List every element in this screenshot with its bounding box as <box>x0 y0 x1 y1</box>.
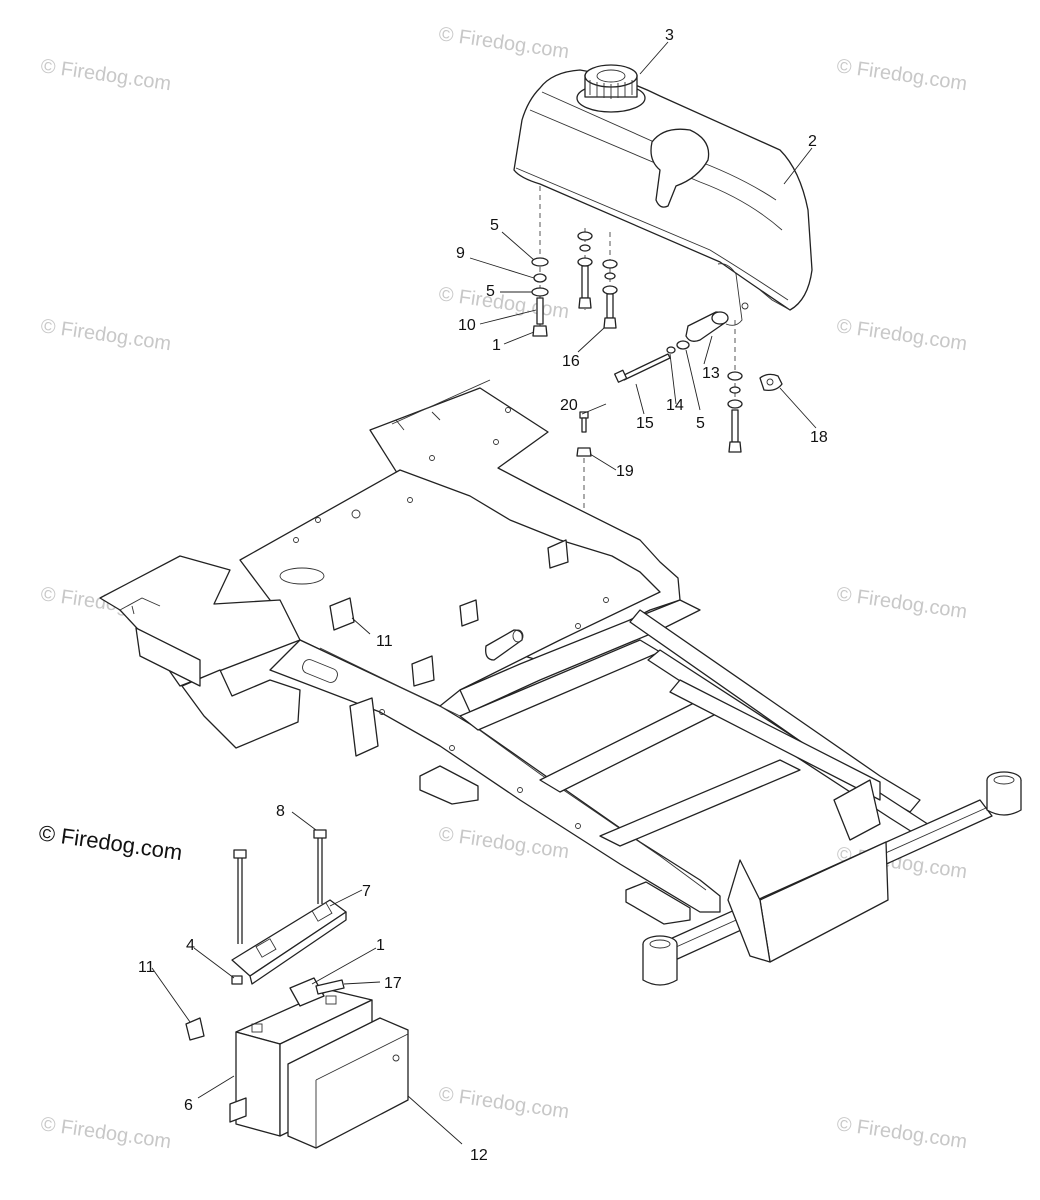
tank-mount-hardware-left <box>531 186 549 337</box>
callout-15: 15 <box>636 415 654 432</box>
callout-3: 3 <box>665 27 674 44</box>
callouts: 3 2 5 9 5 10 1 16 13 15 14 5 18 20 19 11… <box>138 27 828 1164</box>
callout-5: 5 <box>486 283 495 300</box>
callout-9: 9 <box>456 245 465 262</box>
callout-20: 20 <box>560 397 578 414</box>
callout-14: 14 <box>666 397 684 414</box>
callout-12: 12 <box>470 1147 488 1164</box>
callout-4: 4 <box>186 937 195 954</box>
tank-mount-hardware-center <box>577 228 618 330</box>
callout-11: 11 <box>376 633 393 650</box>
callout-11: 11 <box>138 959 155 976</box>
callout-1: 1 <box>376 937 385 954</box>
watermark: © Firedog.com <box>39 1113 172 1153</box>
watermark: © Firedog.com <box>835 1113 968 1153</box>
callout-5: 5 <box>696 415 705 432</box>
watermark: © Firedog.com <box>835 583 968 623</box>
watermark: © Firedog.com <box>39 55 172 95</box>
callout-1: 1 <box>492 337 501 354</box>
leader-lines <box>151 41 817 1145</box>
watermark: © Firedog.com <box>39 315 172 355</box>
callout-2: 2 <box>808 133 817 150</box>
watermark: © Firedog.com <box>835 55 968 95</box>
callout-6: 6 <box>184 1097 193 1114</box>
callout-13: 13 <box>702 365 720 382</box>
callout-8: 8 <box>276 803 285 820</box>
callout-19: 19 <box>616 463 634 480</box>
watermark-prominent: © Firedog.com <box>37 820 184 865</box>
callout-16: 16 <box>562 353 580 370</box>
callout-10: 10 <box>458 317 476 334</box>
callout-17: 17 <box>384 975 402 992</box>
callout-7: 7 <box>362 883 371 900</box>
callout-5: 5 <box>490 217 499 234</box>
tank-rear-hardware <box>614 311 783 453</box>
battery-assembly <box>185 829 409 1149</box>
watermark: © Firedog.com <box>437 823 570 863</box>
main-frame <box>99 379 1022 986</box>
callout-18: 18 <box>810 429 828 446</box>
watermark: © Firedog.com <box>835 315 968 355</box>
watermark: © Firedog.com <box>437 23 570 63</box>
fuel-tank <box>513 64 813 326</box>
watermark: © Firedog.com <box>437 1083 570 1123</box>
